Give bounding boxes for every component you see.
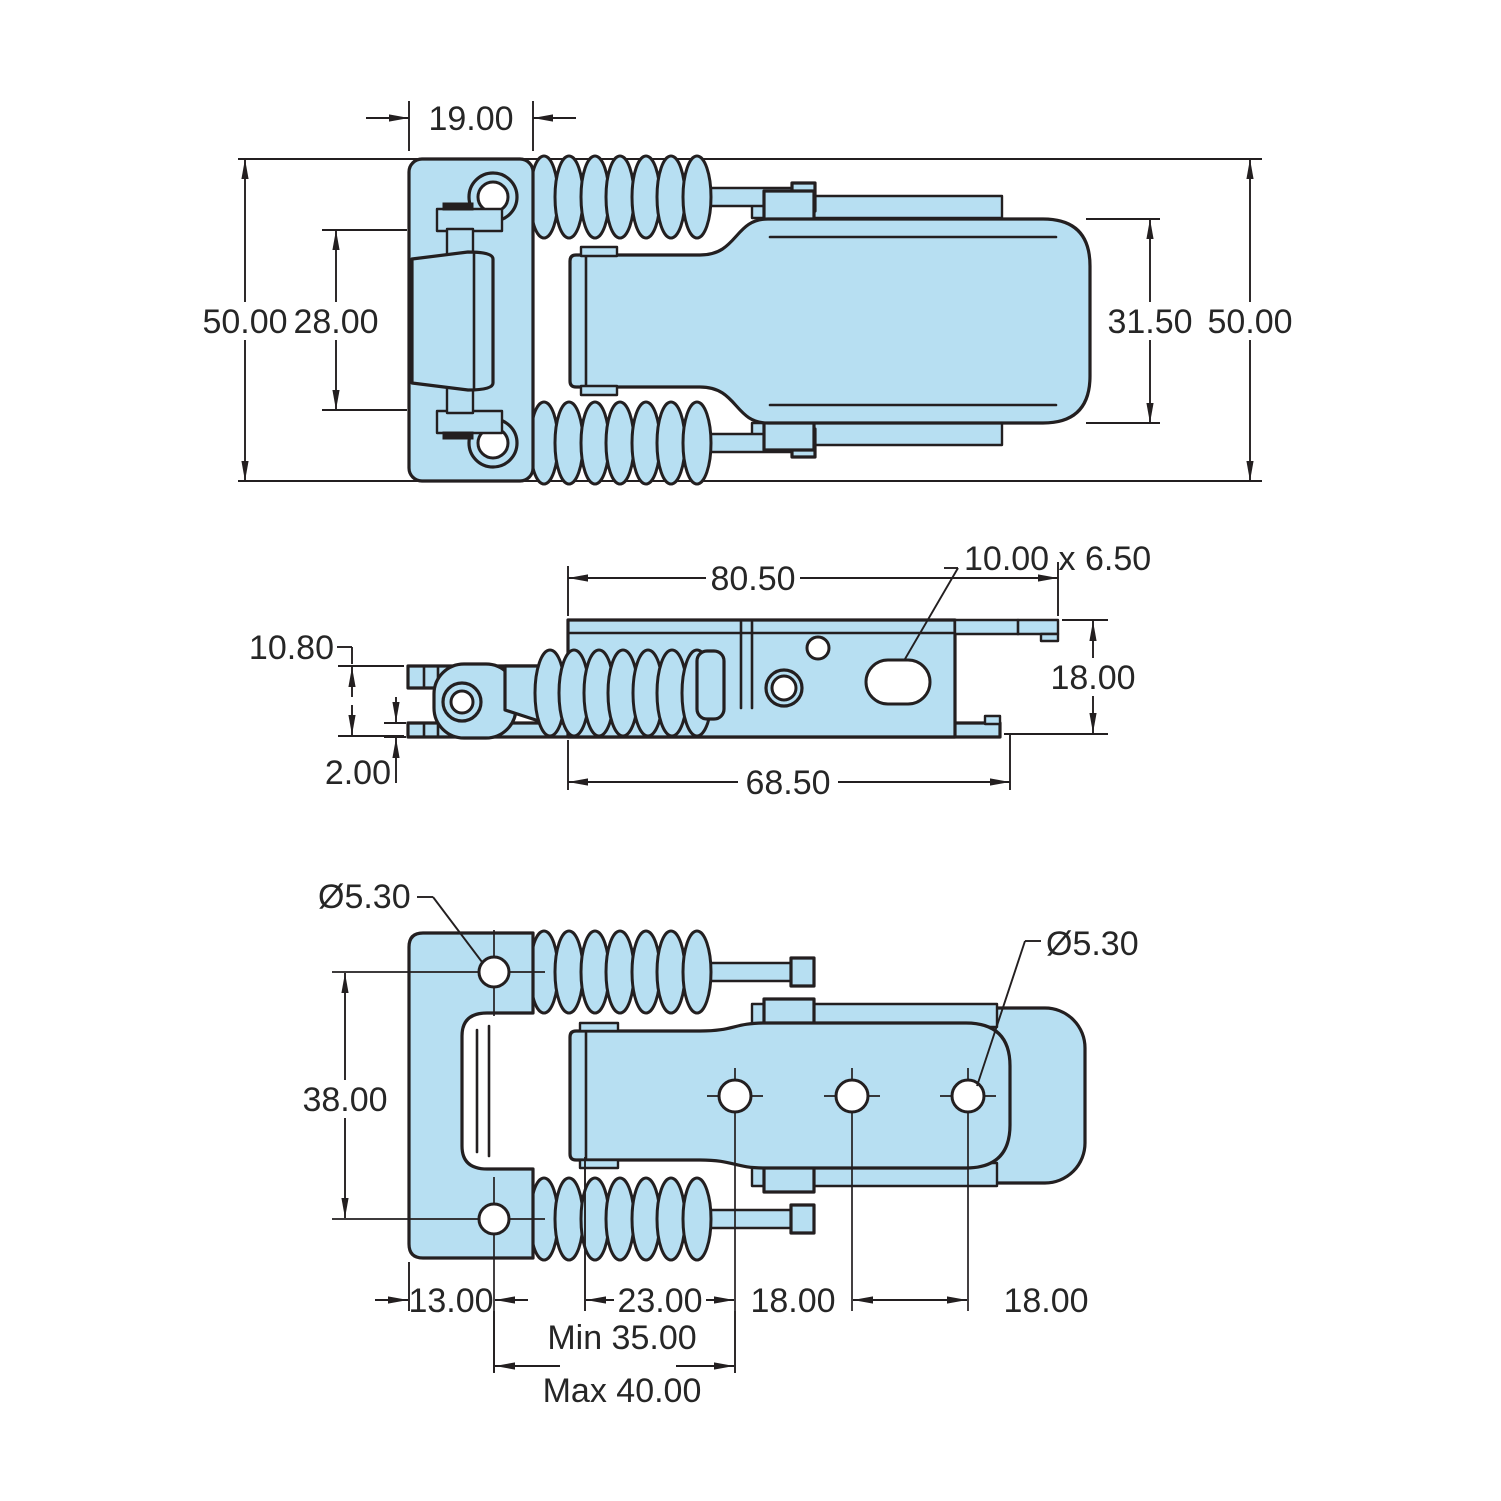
dim-base-length: 68.50 (567, 735, 1011, 802)
side-view: 80.50 10.00 x 6.50 10.80 2.00 (249, 540, 1151, 802)
lever-nub-bottom (579, 384, 619, 397)
dim-label-10-8: 10.80 (249, 629, 334, 667)
lever-hole-1 (717, 1078, 753, 1114)
latch-lever (568, 217, 1092, 425)
dim-plate-thickness: 2.00 (325, 697, 406, 792)
dim-label-19: 19.00 (428, 100, 513, 138)
mounting-bracket (407, 931, 535, 1260)
rod-end-bottom (789, 1203, 816, 1235)
dim-bracket-width: 19.00 (366, 100, 576, 151)
top-plate-overhang (953, 618, 1060, 636)
top-plate-step (1039, 632, 1060, 643)
rod-end-top (789, 956, 816, 988)
pivot-tab-bottom (435, 409, 504, 435)
dim-label-28: 28.00 (293, 303, 378, 341)
dim-label-18a: 18.00 (750, 1282, 835, 1320)
dim-label-13: 13.00 (408, 1282, 493, 1320)
callout-slot: 10.00 x 6.50 (904, 540, 1151, 660)
dim-bracket-hole-spacing: 38.00 (302, 973, 388, 1218)
dim-label-68-5: 68.50 (745, 764, 830, 802)
lever-nub-top (578, 1021, 620, 1033)
bracket-hole-bottom (477, 1202, 511, 1236)
clip-top (762, 189, 816, 223)
callout-bracket-hole: Ø5.30 (318, 878, 483, 963)
dim-label-50-left: 50.00 (202, 303, 287, 341)
coil-spring-bottom (528, 400, 713, 486)
dim-row-bottom: 13.00 23.00 18.00 18.00 (375, 1157, 1089, 1320)
dim-label-min: Min 35.00 (547, 1319, 696, 1357)
coil-spring-side (533, 648, 714, 738)
coil-spring-top (528, 929, 713, 1015)
clip-bottom (762, 418, 816, 452)
lever-nub-bottom (578, 1158, 620, 1170)
base-plate-step (983, 714, 1002, 726)
dim-label-80-5: 80.50 (710, 560, 795, 598)
dim-label-dia-left: Ø5.30 (318, 878, 411, 916)
bracket-hole-top (477, 955, 511, 989)
dim-label-31-5: 31.50 (1107, 303, 1192, 341)
lever-nub-top (579, 245, 619, 258)
lever-hole-3 (950, 1078, 986, 1114)
mounting-slot (864, 658, 932, 706)
dim-overall-length: 80.50 (567, 560, 1059, 616)
coil-spring-top (528, 154, 713, 240)
dim-overall-height-right: 50.00 (1207, 159, 1293, 481)
pivot-tab-top (435, 207, 504, 233)
top-view: 19.00 50.00 28.00 31.50 50.00 (202, 100, 1293, 486)
dim-label-max: Max 40.00 (543, 1372, 702, 1410)
dim-label-dia-right: Ø5.30 (1046, 925, 1139, 963)
bottom-view: Ø5.30 Ø5.30 38.00 13.00 23.00 (302, 878, 1138, 1410)
dim-adjust-range: Min 35.00 Max 40.00 (493, 1311, 736, 1410)
dim-label-18-side: 18.00 (1050, 659, 1135, 697)
dim-label-18b: 18.00 (1003, 1282, 1088, 1320)
lever-hole-2 (834, 1078, 870, 1114)
dim-label-38: 38.00 (302, 1081, 387, 1119)
small-hole (805, 635, 831, 661)
dim-overall-height-left: 50.00 (202, 159, 288, 481)
spring-plug (695, 649, 726, 721)
catch-plate (410, 250, 495, 392)
dim-hook-height: 10.80 (249, 629, 404, 737)
dim-lever-width: 31.50 (1086, 218, 1193, 424)
dim-label-50-right: 50.00 (1207, 303, 1292, 341)
callout-lever-hole: Ø5.30 (976, 925, 1139, 1087)
dim-pivot-span: 28.00 (293, 229, 407, 411)
dim-label-23: 23.00 (617, 1282, 702, 1320)
latch-lever (568, 1021, 1012, 1170)
dim-body-height: 18.00 (1004, 619, 1136, 735)
dim-label-2: 2.00 (325, 754, 391, 792)
dim-label-slot: 10.00 x 6.50 (964, 540, 1151, 578)
